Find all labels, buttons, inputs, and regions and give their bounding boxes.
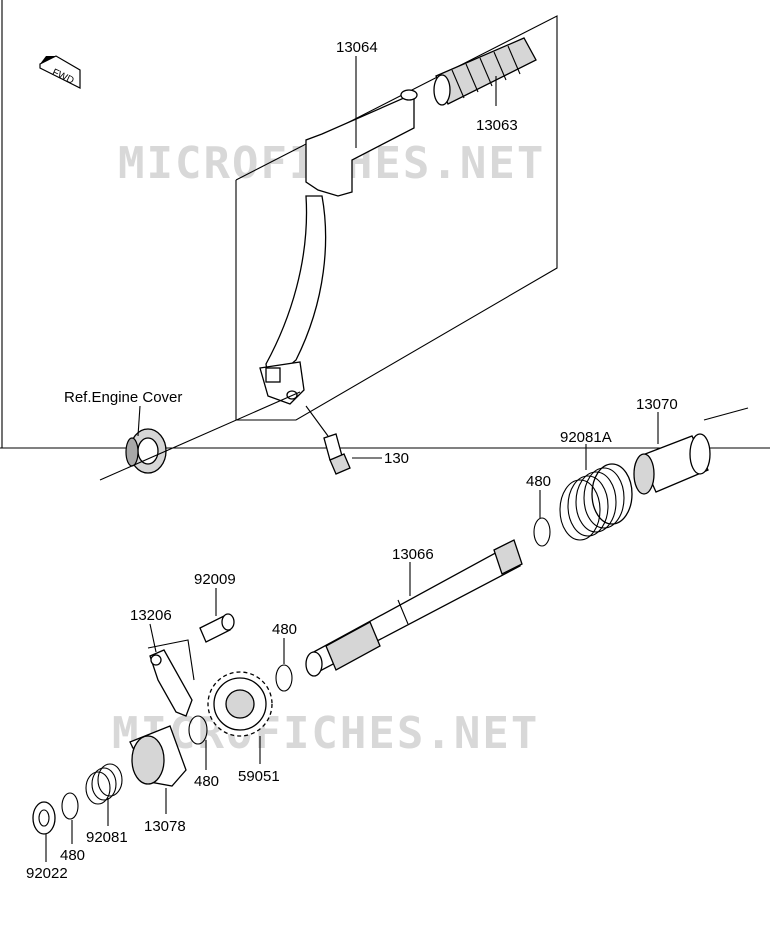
gear-59051 — [207, 671, 273, 737]
label-92081: 92081 — [86, 829, 128, 846]
label-13070: 13070 — [636, 396, 678, 413]
kick-shaft-13066 — [305, 539, 523, 677]
label-ref-engine-cover: Ref.Engine Cover — [64, 389, 182, 406]
label-480-low: 480 — [194, 773, 219, 790]
label-92081a: 92081A — [560, 429, 612, 446]
circlip-480-mid — [275, 664, 293, 692]
label-480-top: 480 — [526, 473, 551, 490]
washer-92022 — [32, 801, 56, 835]
spring-92081 — [85, 763, 123, 805]
circlip-480-low — [188, 715, 208, 745]
pedal-axis-line — [99, 391, 301, 481]
engine-cover-seal — [125, 428, 167, 474]
pedal-rubber — [433, 37, 537, 106]
label-92009: 92009 — [194, 571, 236, 588]
ratchet-13078 — [129, 725, 187, 787]
label-480-bottom: 480 — [60, 847, 85, 864]
label-13206: 13206 — [130, 607, 172, 624]
bolt-92009 — [199, 613, 235, 643]
label-13064: 13064 — [336, 39, 378, 56]
ratchet-guide-13206 — [149, 649, 193, 717]
leader-ref-engine-cover — [137, 405, 141, 437]
label-13078: 13078 — [144, 818, 186, 835]
label-13066: 13066 — [392, 546, 434, 563]
label-480-mid: 480 — [272, 621, 297, 638]
label-130: 130 — [384, 450, 409, 467]
label-59051: 59051 — [238, 768, 280, 785]
bolt-130 — [323, 433, 351, 475]
spring-92081a — [559, 463, 633, 541]
ratchet-guide-bracket — [147, 639, 195, 681]
label-92022: 92022 — [26, 865, 68, 882]
watermark-bottom: MICROFICHES.NET — [112, 708, 539, 759]
collar-13070 — [633, 433, 711, 495]
bolt-leader — [305, 405, 329, 437]
circlip-480-top — [533, 517, 551, 547]
label-13063: 13063 — [476, 117, 518, 134]
fwd-arrow-icon: FWD — [39, 55, 81, 89]
circlip-480-bottom — [61, 792, 79, 820]
shaft-axis-right — [703, 407, 749, 421]
leader-13206 — [149, 623, 157, 653]
